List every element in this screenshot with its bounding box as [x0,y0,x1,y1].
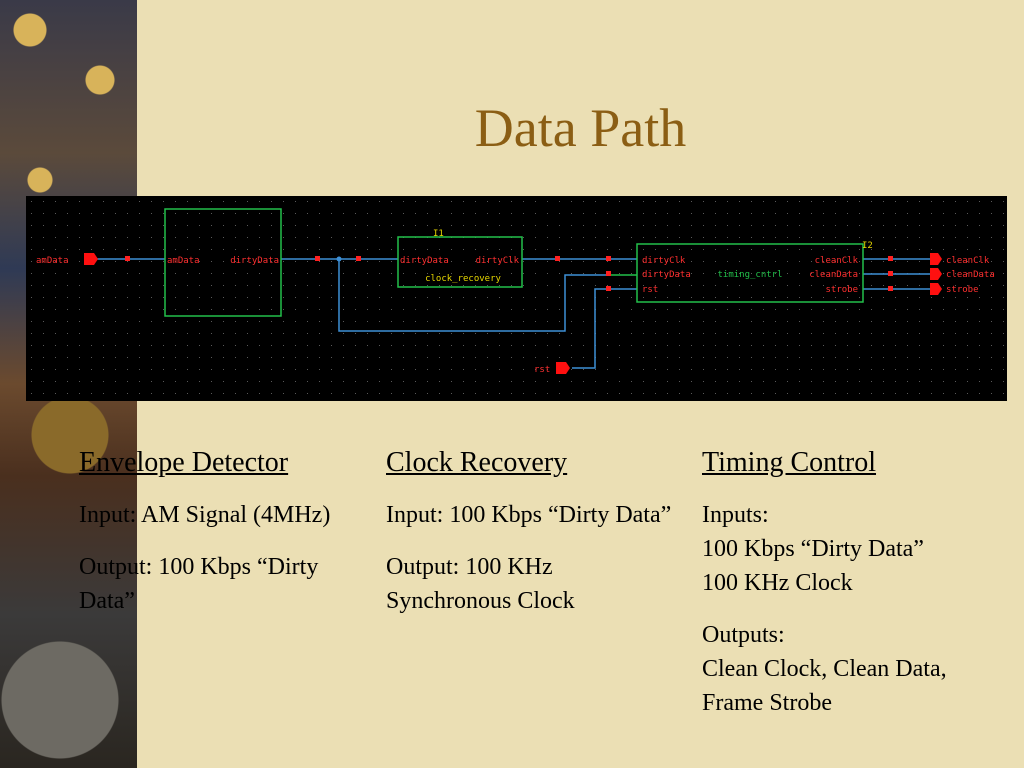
timing-outputs-label: Outputs: [702,622,785,648]
cleanclk-pin-label: cleanClk [946,256,990,266]
timing-input-2: 100 KHz Clock [702,570,853,596]
clk-block-name: clock_recovery [425,274,501,284]
amdata-pin-label: amData [36,256,69,266]
env-in-label: amData [167,256,200,266]
cleandata-pin-label: cleanData [946,270,995,280]
wires [96,258,931,369]
clock-recovery-block [397,236,523,288]
tim-in1-label: dirtyClk [642,256,686,266]
amdata-input-pin [84,253,98,265]
clock-recovery-column: Clock Recovery Input: 100 Kbps “Dirty Da… [386,446,676,636]
strobe-output-pin [930,283,942,295]
page-title: Data Path [474,98,687,158]
clock-heading: Clock Recovery [386,447,568,478]
cleanclk-output-pin [930,253,942,265]
envelope-detector-block [164,208,282,317]
rst-pin-label: rst [534,365,550,375]
tim-out3-label: strobe [825,285,858,295]
timing-control-block [636,243,864,303]
wire-junction [336,256,342,262]
timing-inputs-label: Inputs: [702,502,769,528]
clock-input-text: Input: 100 Kbps “Dirty Data” [386,502,672,528]
timing-input-1: 100 Kbps “Dirty Data” [702,536,924,562]
envelope-input-text: Input: AM Signal (4MHz) [79,502,331,528]
envelope-detector-column: Envelope Detector Input: AM Signal (4MHz… [79,446,354,636]
pin-markers [125,256,893,291]
tim-out2-label: cleanData [809,270,858,280]
rst-input-pin [556,362,570,374]
tim-in3-label: rst [642,285,658,295]
tim-instance-label: I2 [862,241,873,251]
clk-in-label: dirtyData [400,256,449,266]
timing-outputs-text: Clean Clock, Clean Data, Frame Strobe [702,656,947,716]
timing-control-column: Timing Control Inputs: 100 Kbps “Dirty D… [702,446,1002,738]
env-out-label: dirtyData [230,256,279,266]
tim-out1-label: cleanClk [815,256,859,266]
envelope-heading: Envelope Detector [79,447,289,478]
envelope-output-text: Output: 100 Kbps “Dirty Data” [79,554,319,614]
strobe-pin-label: strobe [946,285,979,295]
clk-instance-label: I1 [433,229,444,239]
cleandata-output-pin [930,268,942,280]
tim-block-name: timing_cntrl [717,270,782,280]
timing-heading: Timing Control [702,447,877,478]
clk-out-label: dirtyClk [476,256,520,266]
schematic-diagram: amData dirtyData I1 dirtyData dirtyClk c… [26,196,1007,401]
tim-in2-label: dirtyData [642,270,691,280]
clock-output-text: Output: 100 KHz Synchronous Clock [386,554,575,614]
